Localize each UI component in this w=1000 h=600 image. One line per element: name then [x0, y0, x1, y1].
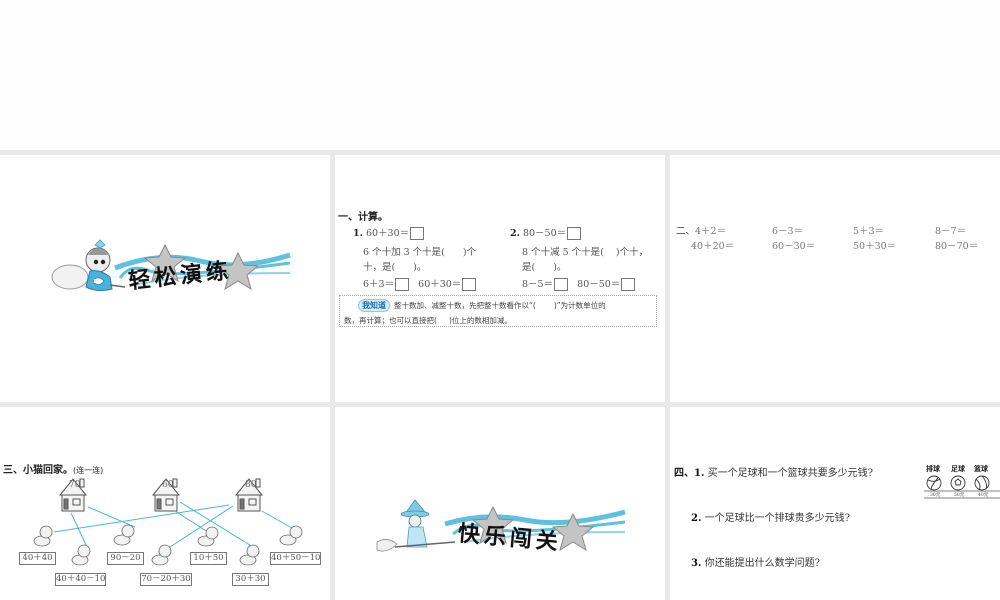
q2-expression: 2. 80－50＝ [510, 225, 582, 240]
connection-lines [53, 501, 298, 551]
q2-text-line2: 是()。 [522, 262, 567, 273]
eq-row1-col3: 5＋3＝ [853, 226, 885, 237]
star-icon [551, 512, 595, 552]
cat-icon [197, 526, 219, 547]
house-number: 60 [162, 480, 174, 490]
cat-icon [113, 524, 135, 546]
answer-box[interactable] [462, 278, 477, 291]
cat-icon [151, 544, 172, 566]
banner-swoosh-icon [51, 239, 291, 292]
question-2: 2. 一个足球比一个排球贵多少元钱? [691, 513, 851, 524]
tip-tag: 我知道 [358, 299, 390, 312]
slide-challenge-banner[interactable]: 快乐闯关 [335, 407, 665, 600]
cat-icon [71, 544, 91, 566]
answer-box[interactable] [395, 278, 410, 291]
slide-section-1-calculation[interactable]: 一、计算。 1. 60＋30＝ 6 个十加 3 个十是()个 十，是()。 6＋… [335, 155, 665, 402]
cat-icon [279, 525, 303, 546]
question-1: 四、1. 买一个足球和一个篮球共要多少元钱? [674, 468, 874, 479]
star-icon [216, 251, 260, 291]
eq-row1-col1: 二、4＋2＝ [676, 226, 727, 237]
broom-icon [394, 541, 456, 548]
q2-text-line1: 8 个十减 5 个十是()个十， [522, 247, 649, 258]
ball-price: 40元 [978, 493, 989, 498]
volleyball-icon [926, 475, 942, 491]
eq-row2-col4: 80－70＝ [935, 241, 979, 252]
tip-box: 我知道整十数加、减整十数，先把整十数看作以“()”为计数单位的 数，再计算；也可… [339, 295, 657, 327]
house-icon [234, 478, 264, 512]
section-1-title: 一、计算。 [338, 212, 388, 223]
cat-label[interactable]: 10＋50 [190, 552, 227, 565]
cat-label[interactable]: 30＋30 [232, 573, 269, 586]
q1-text-line2: 十，是()。 [363, 262, 427, 273]
cat-label[interactable]: 40＋40－10 [55, 573, 106, 586]
q1-equations: 6＋3＝ 60＋30＝ [363, 276, 477, 291]
slide-practice-banner[interactable]: 轻松演练 [0, 155, 330, 402]
answer-box[interactable] [554, 278, 569, 291]
question-3: 3. 你还能提出什么数学问题? [691, 558, 821, 569]
house-icon [151, 478, 181, 512]
star-icon [471, 505, 515, 545]
answer-box[interactable] [410, 227, 425, 240]
cat-icon [33, 525, 53, 547]
eq-row2-col1: 40＋20＝ [691, 241, 735, 252]
cat-label[interactable]: 70－20＋30 [140, 573, 192, 586]
cat-label[interactable]: 90－20 [107, 552, 144, 565]
answer-box[interactable] [567, 227, 582, 240]
cat-icon [239, 544, 260, 566]
slide-section-3-cats[interactable]: 三、小猫回家。(连一连) [0, 407, 330, 600]
ball-name: 排球 [926, 465, 940, 473]
ball-price-chart: 排球 足球 篮球 30元 50元 40元 [924, 459, 1000, 504]
soccer-ball-icon [950, 475, 966, 491]
eq-row2-col2: 60－30＝ [772, 241, 816, 252]
ball-price: 30元 [930, 493, 941, 498]
house-icon [58, 478, 88, 512]
challenge-banner: 快乐闯关 [375, 492, 635, 562]
ball-name: 篮球 [974, 465, 988, 473]
practice-banner: 轻松演练 [40, 233, 300, 303]
top-blank-area [0, 0, 1000, 150]
q1-text-line1: 6 个十加 3 个十是()个 [363, 247, 477, 258]
ball-name: 足球 [951, 465, 965, 473]
section-3-title: 三、小猫回家。(连一连) [3, 465, 104, 476]
banner-swoosh-icon [376, 499, 626, 552]
cat-label[interactable]: 40＋50－10 [270, 552, 321, 565]
slide-section-4-problems[interactable]: 四、1. 买一个足球和一个篮球共要多少元钱? 2. 一个足球比一个排球贵多少元钱… [670, 407, 1000, 600]
matching-diagram [33, 478, 303, 566]
answer-box[interactable] [621, 278, 636, 291]
cat-illustration [51, 264, 89, 290]
slide-section-2-oral[interactable]: 二、4＋2＝ 6－3＝ 5＋3＝ 8－7＝ 40＋20＝ 60－30＝ 50＋3… [670, 155, 1000, 402]
eq-row2-col3: 50＋30＝ [853, 241, 897, 252]
star-icon [143, 243, 187, 283]
q1-expression: 1. 60＋30＝ [353, 225, 425, 240]
q2-equations: 8－5＝ 80－50＝ [522, 276, 636, 291]
house-number: 80 [245, 480, 257, 490]
ball-price: 50元 [954, 493, 965, 498]
eq-row1-col2: 6－3＝ [772, 226, 804, 237]
basketball-icon [974, 475, 990, 491]
eq-row1-col4: 8－7＝ [935, 226, 967, 237]
cat-label[interactable]: 40＋40 [19, 552, 56, 565]
house-number: 70 [69, 480, 81, 490]
